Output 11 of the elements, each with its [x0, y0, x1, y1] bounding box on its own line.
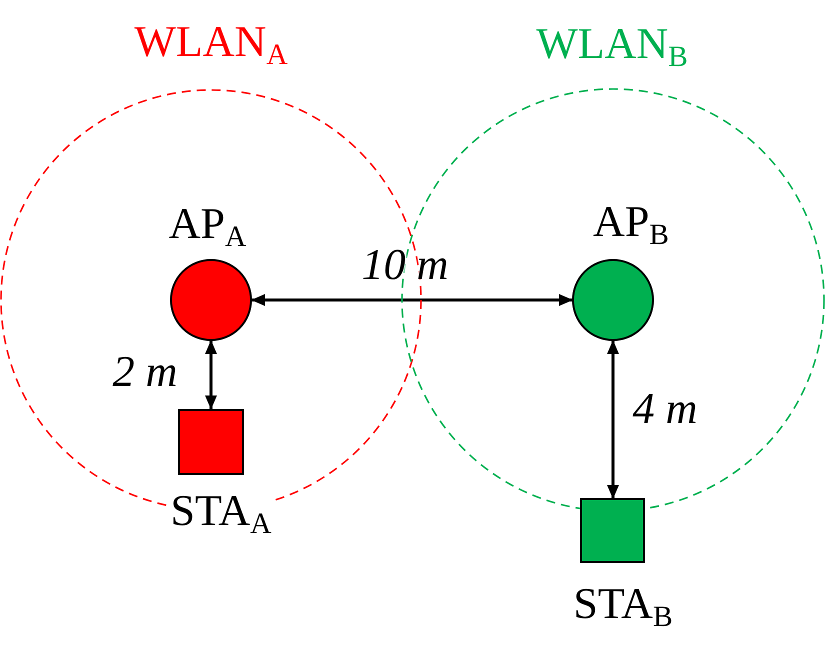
double-arrow [607, 340, 619, 499]
edge-label: 2 m [112, 350, 178, 394]
access-point-label: AP$_{B}$ [593, 200, 669, 244]
network-label: WLAN$_{A}$ [134, 20, 288, 64]
station-label: STA$_{B}$ [573, 582, 673, 626]
edge-label: 10 m [362, 243, 448, 287]
double-arrow [251, 294, 573, 306]
double-arrow [205, 340, 217, 410]
edge-label: 4 m [632, 386, 698, 430]
access-point-label: AP$_{A}$ [168, 202, 246, 246]
network-label: WLAN$_{B}$ [536, 22, 688, 66]
